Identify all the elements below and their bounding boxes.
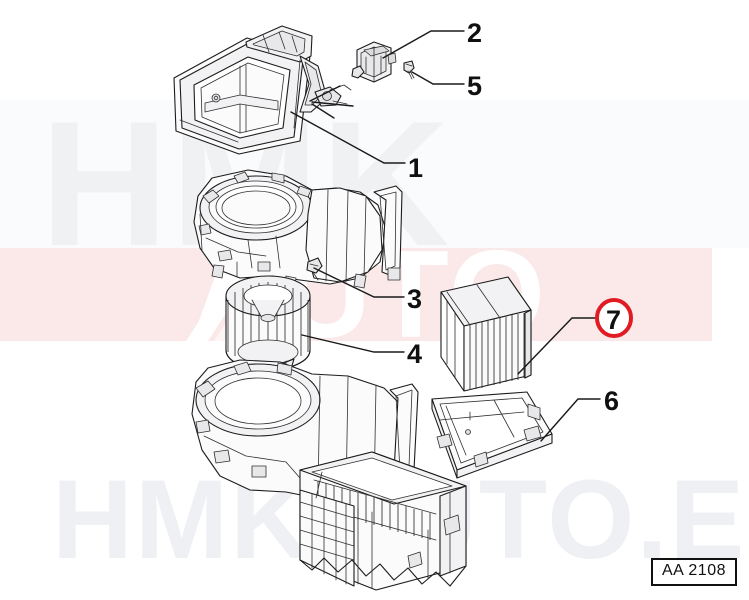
callout-label-4: 4 (407, 339, 422, 369)
leader-line-duct-detail-a (309, 85, 341, 102)
leader-line-3 (313, 267, 405, 298)
leader-line-duct-detail-b (311, 101, 354, 107)
callout-label-2: 2 (467, 18, 482, 48)
reference-code-text: AA 2108 (662, 562, 726, 580)
callout-label-1: 1 (408, 153, 423, 183)
leader-line-5 (411, 71, 465, 85)
part-mounting-screw (306, 257, 323, 281)
leader-line-2 (382, 30, 465, 59)
part-hvac-lower-housing (191, 359, 467, 591)
reference-code-box: AA 2108 (651, 558, 737, 586)
callout-7-highlight-ring (595, 298, 633, 338)
leader-line-1 (290, 111, 406, 164)
callout-label-6: 6 (604, 386, 619, 416)
callout-label-3: 3 (407, 284, 422, 314)
leader-line-duct-detail-c (311, 103, 335, 119)
part-actuator-screw (403, 60, 415, 80)
callout-label-5: 5 (467, 71, 482, 101)
part-cabin-air-filter (440, 276, 532, 392)
part-air-intake-duct (173, 25, 352, 155)
part-blower-housing (193, 169, 403, 289)
part-recirculation-actuator-motor (351, 41, 397, 83)
leader-line-7 (517, 317, 599, 375)
leader-line-6 (540, 398, 601, 442)
callout-label-7: 7 (606, 305, 621, 335)
part-filter-access-cover (431, 391, 553, 479)
leader-line-4 (301, 334, 405, 353)
